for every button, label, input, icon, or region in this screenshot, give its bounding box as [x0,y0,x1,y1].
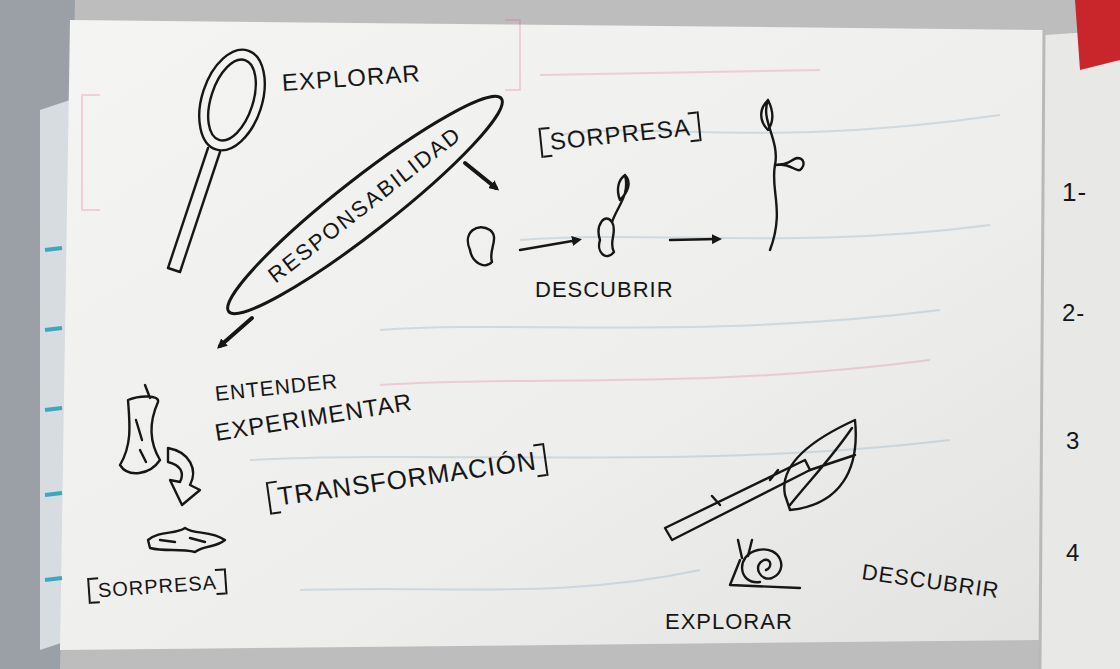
handwritten-label: 2- [1062,300,1085,326]
handwritten-label: 3 [1066,428,1080,454]
handwritten-label: 1- [1062,178,1087,207]
handwritten-label: 4 [1066,540,1080,566]
handwritten-label: DESCUBRIR [535,278,674,302]
handwritten-label: EXPLORAR [665,610,793,634]
